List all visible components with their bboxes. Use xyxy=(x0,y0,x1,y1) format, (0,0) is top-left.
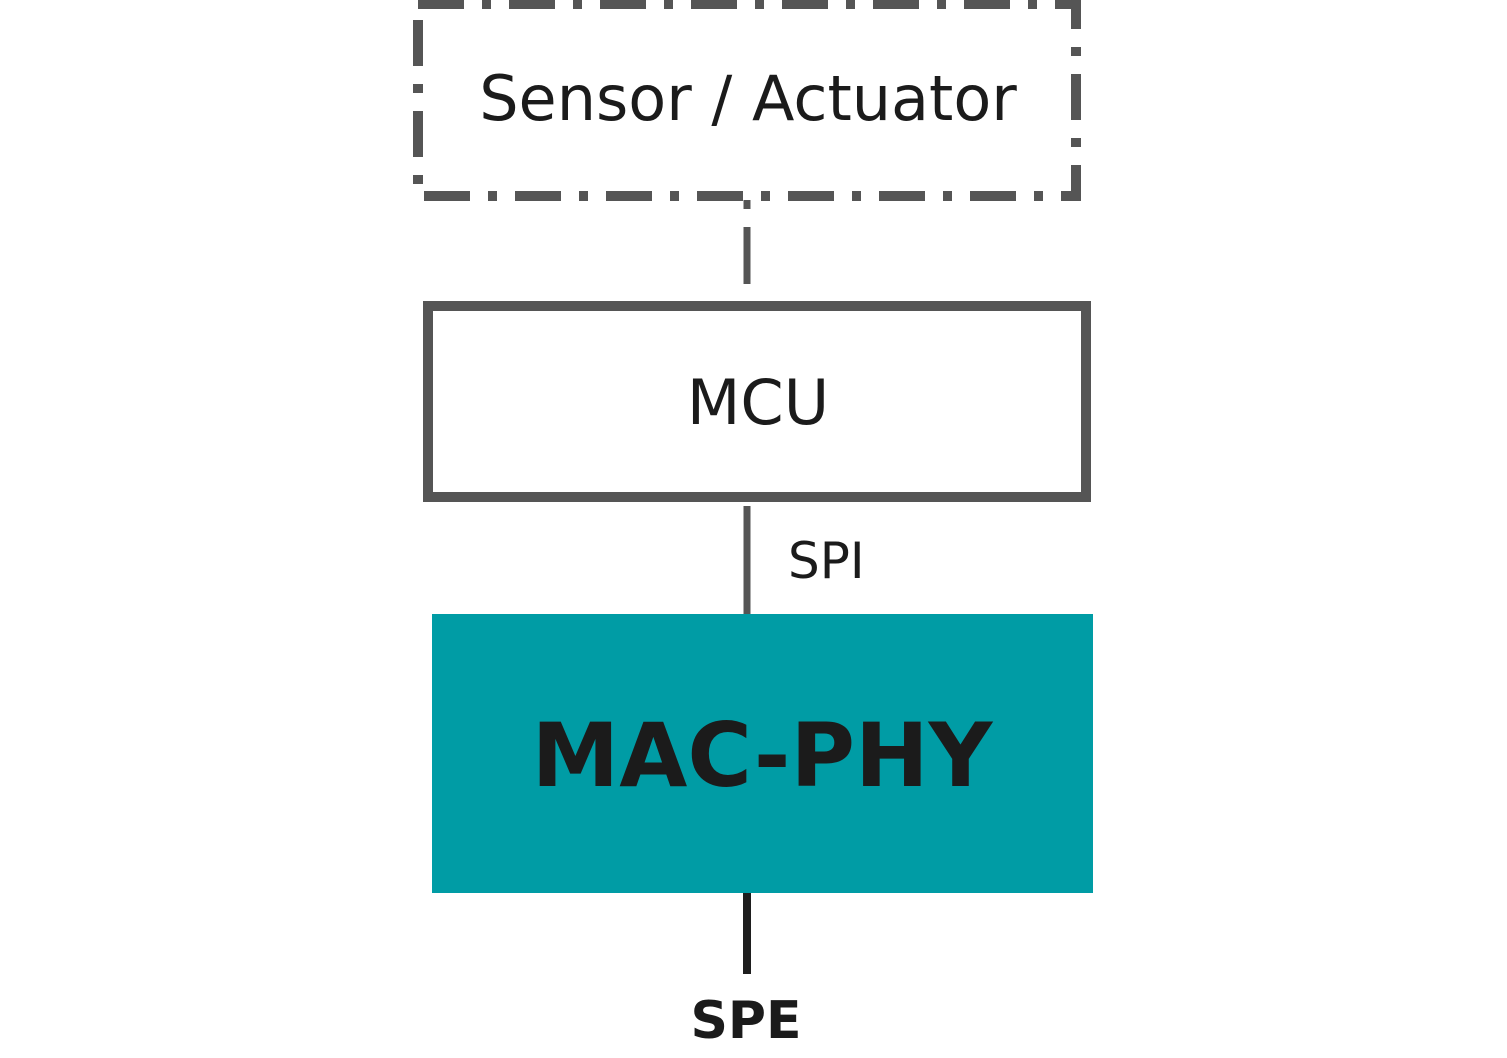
sensor-actuator-label: Sensor / Actuator xyxy=(479,62,1017,135)
mcu-box xyxy=(423,301,1091,502)
macphy-label: MAC-PHY xyxy=(531,704,993,807)
spi-label: SPI xyxy=(788,532,865,590)
mcu-label: MCU xyxy=(686,366,830,439)
spe-label: SPE xyxy=(690,991,802,1051)
sensor-actuator-box xyxy=(413,0,1081,201)
macphy-box xyxy=(432,614,1093,893)
